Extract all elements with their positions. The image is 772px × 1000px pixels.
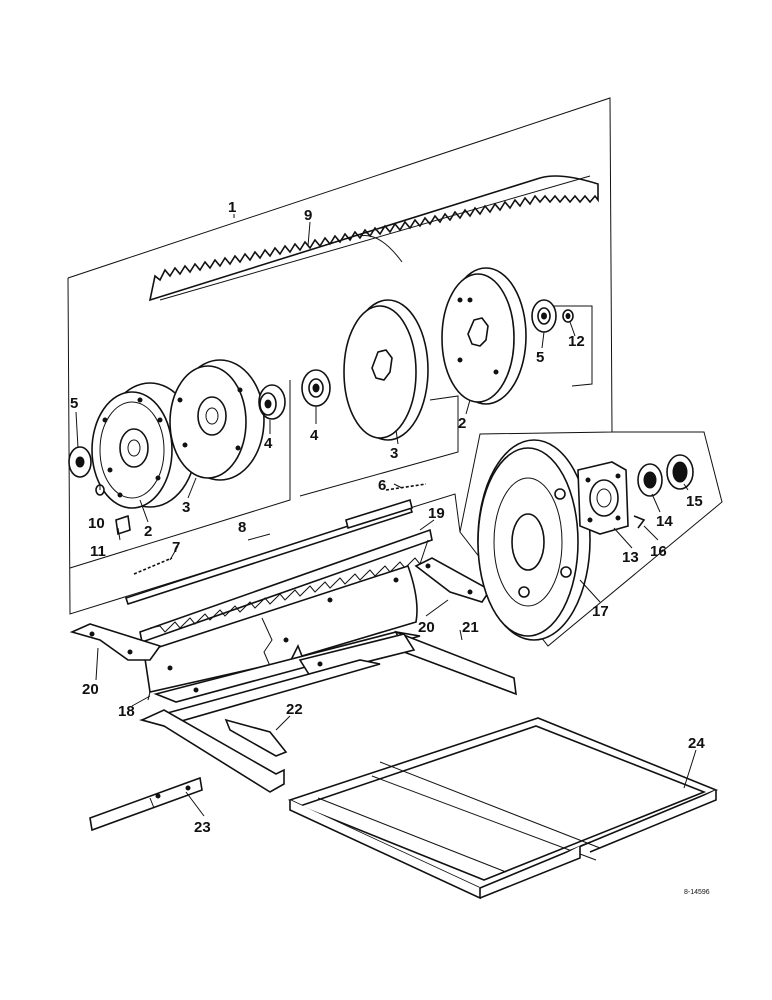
part-19-toothed-bar xyxy=(139,528,433,644)
part-16-pin xyxy=(633,515,646,529)
part-23-strap xyxy=(89,776,203,832)
callout-15: 15 xyxy=(686,493,703,510)
part-4-hub-left xyxy=(258,384,286,420)
callout-2-right: 2 xyxy=(458,415,466,432)
leader-lines xyxy=(75,214,697,817)
callout-20-left: 20 xyxy=(82,681,99,698)
part-15-seal xyxy=(666,454,694,490)
callout-24: 24 xyxy=(688,735,705,752)
part-22-support xyxy=(138,659,381,793)
part-2-wheel-left xyxy=(91,382,197,509)
part-5-hub-left xyxy=(68,446,92,478)
callout-17: 17 xyxy=(592,603,609,620)
part-7-rod xyxy=(133,557,173,575)
part-11-plate xyxy=(115,514,131,536)
part-20-bracket-left xyxy=(69,623,162,661)
part-17-pulley xyxy=(477,439,591,641)
callout-4-left: 4 xyxy=(264,435,273,452)
part-4-hub-center xyxy=(301,369,331,407)
callout-labels: 1 9 5 10 11 2 3 4 4 3 2 5 12 6 7 8 19 17… xyxy=(70,199,710,896)
callout-4-center: 4 xyxy=(310,427,319,444)
part-3-disc-center xyxy=(343,299,429,441)
callout-19: 19 xyxy=(428,505,445,522)
callout-18: 18 xyxy=(118,703,135,720)
callout-6: 6 xyxy=(378,477,386,494)
callout-13: 13 xyxy=(622,549,639,566)
part-24-sieve-frame xyxy=(287,717,719,900)
part-14-bearing xyxy=(637,463,663,497)
callout-14: 14 xyxy=(656,513,673,530)
callout-3-left: 3 xyxy=(182,499,190,516)
callout-11: 11 xyxy=(90,543,106,560)
callout-23: 23 xyxy=(194,819,211,836)
part-3-wheel-left xyxy=(169,359,265,481)
left-frame xyxy=(69,380,291,569)
reference-code: 8-14596 xyxy=(684,889,710,896)
callout-12: 12 xyxy=(568,333,585,350)
callout-16: 16 xyxy=(650,543,667,560)
callout-21: 21 xyxy=(462,619,479,636)
part-12-nut xyxy=(562,309,574,323)
part-5-hub-right xyxy=(531,299,557,333)
callout-1: 1 xyxy=(228,199,236,216)
right-frame xyxy=(540,305,593,387)
callout-7: 7 xyxy=(172,539,180,556)
part-21-channel xyxy=(153,630,517,703)
callout-2-left: 2 xyxy=(144,523,152,540)
part-13-bearing-housing xyxy=(577,461,629,535)
callout-10: 10 xyxy=(88,515,105,532)
callout-22: 22 xyxy=(286,701,303,718)
part-6-rod xyxy=(385,483,427,491)
callout-9: 9 xyxy=(304,207,312,224)
callout-20-right: 20 xyxy=(418,619,435,636)
center-frame xyxy=(299,395,459,497)
callout-5-right: 5 xyxy=(536,349,544,366)
part-8-shaft xyxy=(124,498,414,606)
callout-5-left: 5 xyxy=(70,395,78,412)
part-20-bracket-right xyxy=(414,557,492,603)
callout-3-center: 3 xyxy=(390,445,398,462)
callout-8: 8 xyxy=(238,519,246,536)
part-2-disc-right xyxy=(441,267,527,405)
part-9-concave-bar xyxy=(148,175,599,302)
